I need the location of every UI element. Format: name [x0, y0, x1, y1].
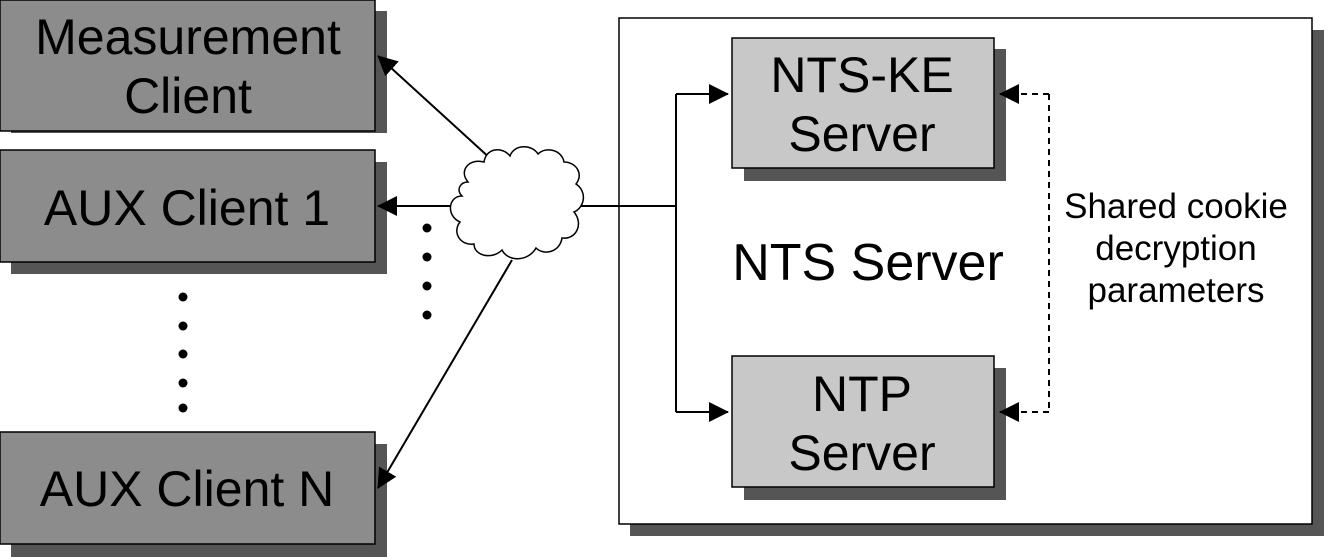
nts-server-title: NTS Server — [732, 234, 1004, 292]
measurement-client-label-line1: Measurement — [35, 9, 341, 65]
aux-client-n-box: AUX Client N — [0, 431, 387, 557]
shared-parameters-connector — [999, 84, 1050, 422]
ntp-server-label-line2: Server — [788, 425, 935, 481]
client-connections — [377, 55, 513, 489]
ntp-server-box: NTP Server — [731, 355, 1006, 500]
measurement-client-box: Measurement Client — [0, 0, 387, 133]
shared-parameters-label: Shared cookie decryption parameters — [1064, 187, 1288, 310]
network-cloud-icon — [449, 146, 585, 260]
nts-ke-server-label-line1: NTS-KE — [770, 47, 953, 103]
clients-ellipsis — [178, 292, 188, 413]
ntp-server-label-line1: NTP — [812, 366, 912, 422]
measurement-client-label-line2: Client — [124, 68, 252, 124]
nts-ke-server-box: NTS-KE Server — [731, 37, 1006, 181]
aux-client-1-box: AUX Client 1 — [0, 149, 387, 274]
nts-ke-server-label-line2: Server — [788, 106, 935, 162]
connections-ellipsis — [422, 223, 432, 320]
shared-parameters-line3: parameters — [1087, 271, 1264, 310]
server-connections — [580, 84, 729, 422]
shared-parameters-line1: Shared cookie — [1064, 187, 1288, 226]
shared-parameters-line2: decryption — [1095, 229, 1256, 268]
aux-client-n-label: AUX Client N — [40, 461, 335, 517]
aux-client-1-label: AUX Client 1 — [44, 180, 330, 236]
